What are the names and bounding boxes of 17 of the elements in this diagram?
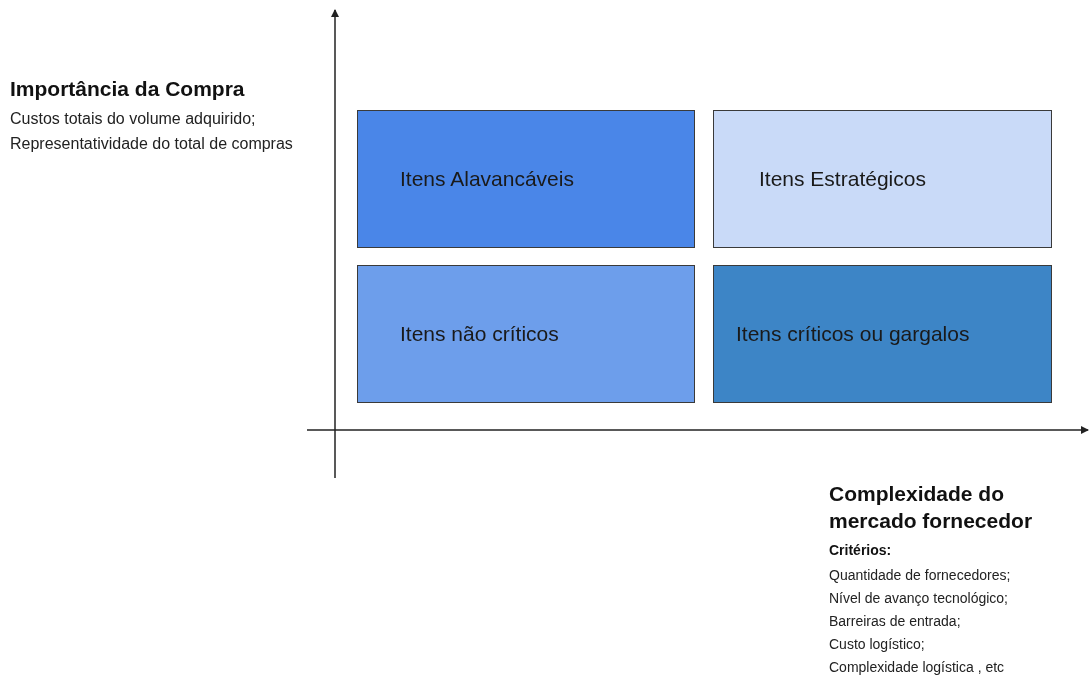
quadrant-label: Itens Estratégicos <box>759 167 926 191</box>
criteria-item: Complexidade logística , etc <box>829 658 1006 677</box>
quadrant-label: Itens críticos ou gargalos <box>736 322 970 346</box>
quadrant-box <box>713 110 1052 248</box>
quadrant-box <box>357 265 695 403</box>
quadrant-box <box>357 110 695 248</box>
axis-title: Complexidade do mercado fornecedor <box>829 481 1034 534</box>
criteria-item: Custo logístico; <box>829 635 926 654</box>
criteria-item: Nível de avanço tecnológico; <box>829 589 1009 608</box>
quadrant-label: Itens não críticos <box>400 322 559 346</box>
criteria-heading: Critérios: <box>829 541 893 560</box>
quadrant-label: Itens Alavancáveis <box>400 167 574 191</box>
criteria-item: Quantidade de fornecedores; <box>829 566 1012 585</box>
quadrant-box <box>713 265 1052 403</box>
axis-description: Custos totais do volume adquirido; Representatividade do total de compras <box>10 109 294 154</box>
axis-title: Importância da Compra <box>10 76 246 102</box>
criteria-item: Barreiras de entrada; <box>829 612 962 631</box>
